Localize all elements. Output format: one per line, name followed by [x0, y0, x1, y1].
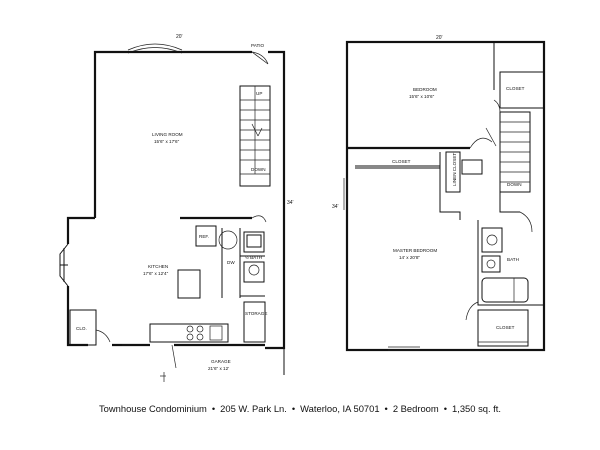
ff-closet-label: CLO. [76, 326, 87, 331]
separator: • [291, 403, 296, 414]
bedroom-label: BEDROOM [413, 87, 437, 92]
property-city: Waterloo, IA 50701 [300, 403, 380, 414]
sf-width-dimension: 20' [436, 35, 443, 41]
property-address: 205 W. Park Ln. [220, 403, 287, 414]
separator: • [211, 403, 216, 414]
ff-patio-label: PATIO [251, 43, 265, 48]
kitchen-label: KITCHEN [148, 264, 168, 269]
living-room-size: 15'6" x 17'6" [154, 139, 180, 144]
garage-size: 21'6" x 12' [208, 366, 229, 371]
dw-label: DW [227, 260, 235, 265]
bedroom-size: 15'6" x 10'6" [409, 94, 435, 99]
sf-depth-dimension: 34' [332, 204, 339, 210]
garage-label: GARAGE [211, 359, 231, 364]
living-room-label: LIVING ROOM [152, 132, 183, 137]
ff-stairs-down-label: DOWN [251, 167, 266, 172]
sf-closet-left-label: CLOSET [392, 159, 411, 164]
storage-label: STORAGE [245, 311, 267, 316]
separator: • [443, 403, 447, 414]
master-bedroom-size: 14' x 20'8" [399, 255, 420, 260]
master-bedroom-label: MASTER BEDROOM [393, 248, 437, 253]
ff-depth-dimension: 34' [287, 200, 294, 206]
sf-closet-bottom-label: CLOSET [496, 325, 515, 330]
ref-label: REF. [199, 234, 209, 239]
ff-width-dimension: 20' [176, 34, 183, 40]
second-floor-plan: 20' BEDROOM 15'6" x 10'6" CLOSET CLOSET … [332, 35, 546, 352]
linen-closet-label: LINEN CLOSET [452, 153, 457, 186]
listing-caption: Townhouse Condominium • 205 W. Park Ln. • Wa… [0, 403, 600, 414]
property-bedrooms: 2 Bedroom [392, 403, 439, 414]
separator: • [384, 403, 388, 414]
property-area: 1,350 sq. ft. [452, 403, 501, 414]
bath-label: BATH [507, 257, 519, 262]
sf-stairs-down-label: DOWN [507, 182, 522, 187]
kitchen-size: 17'6" x 12'4" [143, 271, 169, 276]
sf-closet-top-label: CLOSET [506, 86, 525, 91]
half-bath-label: ½ BATH [245, 254, 262, 260]
first-floor-plan: 20' PATIO LIVING ROOM 15'6" x 17'6" UP D… [59, 34, 294, 382]
ff-stairs-up-label: UP [256, 91, 262, 96]
property-type: Townhouse Condominium [98, 403, 207, 414]
